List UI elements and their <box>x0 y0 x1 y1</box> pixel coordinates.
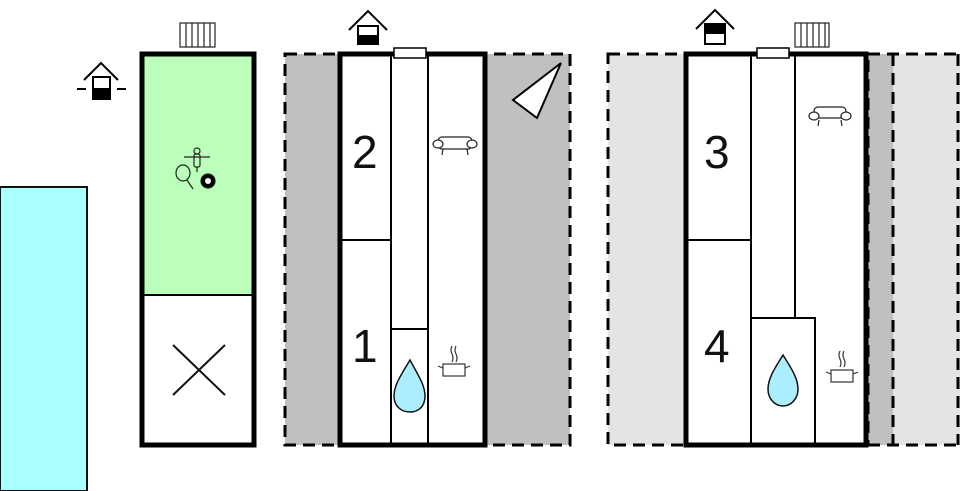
radiator-icon <box>794 22 830 48</box>
terrace-left <box>608 54 686 445</box>
north-arrow-icon <box>511 62 562 120</box>
sofa-icon <box>432 136 478 156</box>
sofa-icon <box>808 106 852 127</box>
stove-pot-icon <box>825 350 859 383</box>
terrace-right-light <box>893 54 960 445</box>
water-drop-icon <box>393 358 426 413</box>
unit-1: 2 1 <box>283 9 572 448</box>
room-label-1: 1 <box>352 320 378 372</box>
radiator-icon <box>179 22 216 48</box>
skylight-window <box>393 47 427 59</box>
terrace-right-dark <box>866 54 893 445</box>
unit-2: 3 4 <box>606 8 960 448</box>
pool <box>0 186 88 491</box>
terrace-right <box>485 54 570 445</box>
activity-room <box>142 54 254 295</box>
activity-building <box>77 22 257 448</box>
foosball-icon <box>184 147 210 172</box>
room-label-4: 4 <box>704 320 730 372</box>
skylight-window <box>756 47 790 59</box>
entrance-icon <box>695 8 735 45</box>
table-tennis-icon <box>175 164 194 190</box>
water-drop-icon <box>767 353 799 407</box>
stove-pot-icon <box>437 345 471 377</box>
room-label-2: 2 <box>352 126 378 178</box>
terrace-left <box>285 54 340 445</box>
games-icon <box>175 147 216 190</box>
billiard-ball-icon <box>200 173 216 189</box>
x-mark-icon <box>172 344 226 396</box>
entrance-icon <box>348 9 388 45</box>
entrance-icon <box>77 61 126 100</box>
room-label-3: 3 <box>704 126 730 178</box>
